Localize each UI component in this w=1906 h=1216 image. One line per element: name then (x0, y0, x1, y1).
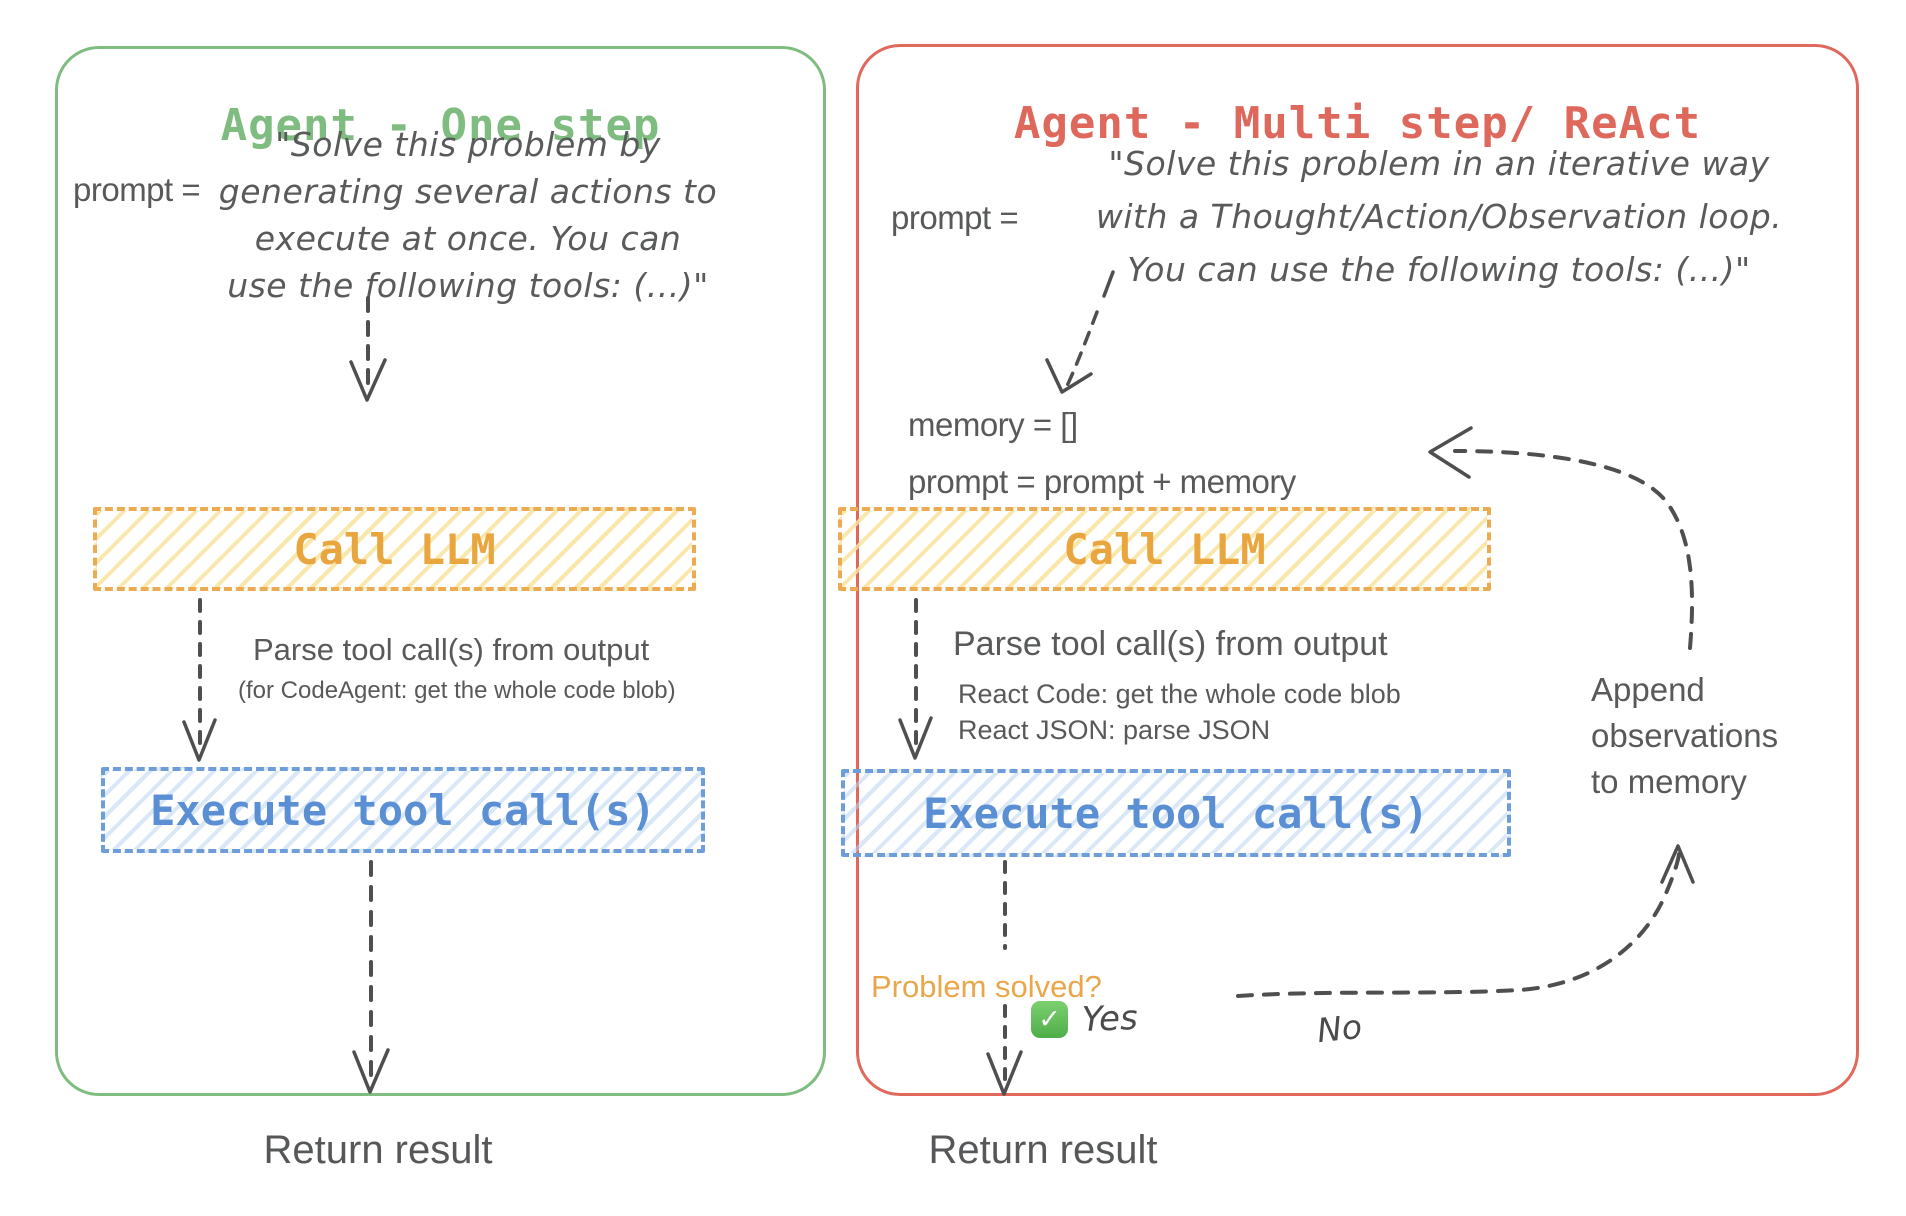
one-step-panel: Agent - One step prompt = "Solve this pr… (55, 46, 826, 1096)
no-label: No (1315, 1006, 1364, 1051)
memory-init-line: memory = [] (908, 406, 1078, 443)
react-json-note: React JSON: parse JSON (958, 715, 1271, 745)
one-step-call-llm-box: Call LLM (93, 507, 696, 591)
check-mark-icon: ✓ (1031, 1000, 1068, 1038)
execute-label: Execute tool call(s) (150, 785, 656, 835)
prompt-line: execute at once. You can (254, 219, 682, 258)
prompt-line: "Solve this problem by (275, 125, 661, 164)
prompt-line: generating several actions to (218, 172, 718, 211)
append-observations-text: Append observations to memory (1591, 667, 1778, 805)
one-step-prompt-label: prompt = (73, 171, 201, 208)
yes-label: Yes (1081, 998, 1139, 1040)
one-step-title: Agent - One step (220, 99, 661, 151)
one-step-prompt-text: "Solve this problem by generating severa… (198, 121, 738, 309)
multi-step-execute-box: Execute tool call(s) (841, 769, 1511, 857)
multi-step-title: Agent - Multi step/ ReAct (1013, 97, 1702, 149)
multi-step-return-result: Return result (928, 1128, 1158, 1172)
multi-step-prompt-label: prompt = (891, 199, 1019, 236)
prompt-line: You can use the following tools: (...)" (1127, 250, 1751, 289)
react-code-note: React Code: get the whole code blob (958, 679, 1401, 709)
problem-solved-text: Problem solved? (871, 969, 1102, 1004)
multi-step-prompt-text: "Solve this problem in an iterative way … (1044, 137, 1834, 296)
one-step-parse-subtext: (for CodeAgent: get the whole code blob) (238, 677, 676, 704)
memory-update-line: prompt = prompt + memory (908, 463, 1296, 500)
multi-step-panel: Agent - Multi step/ ReAct prompt = "Solv… (838, 44, 1859, 1096)
execute-label: Execute tool call(s) (923, 788, 1429, 838)
one-step-execute-box: Execute tool call(s) (101, 767, 705, 853)
prompt-line: with a Thought/Action/Observation loop. (1095, 197, 1783, 236)
prompt-line: "Solve this problem in an iterative way (1108, 144, 1770, 183)
multi-step-call-llm-box: Call LLM (838, 507, 1491, 591)
append-line: to memory (1591, 763, 1747, 800)
yes-branch: ✓ Yes (1031, 998, 1139, 1040)
one-step-parse-text: Parse tool call(s) from output (253, 632, 650, 667)
prompt-line: use the following tools: (...)" (227, 266, 709, 305)
call-llm-label: Call LLM (293, 524, 496, 574)
one-step-return-result: Return result (263, 1128, 493, 1172)
check-glyph: ✓ (1038, 1003, 1061, 1035)
append-line: observations (1591, 717, 1779, 754)
multi-step-parse-text: Parse tool call(s) from output (953, 625, 1388, 663)
append-line: Append (1591, 671, 1705, 708)
call-llm-label: Call LLM (1063, 524, 1266, 574)
